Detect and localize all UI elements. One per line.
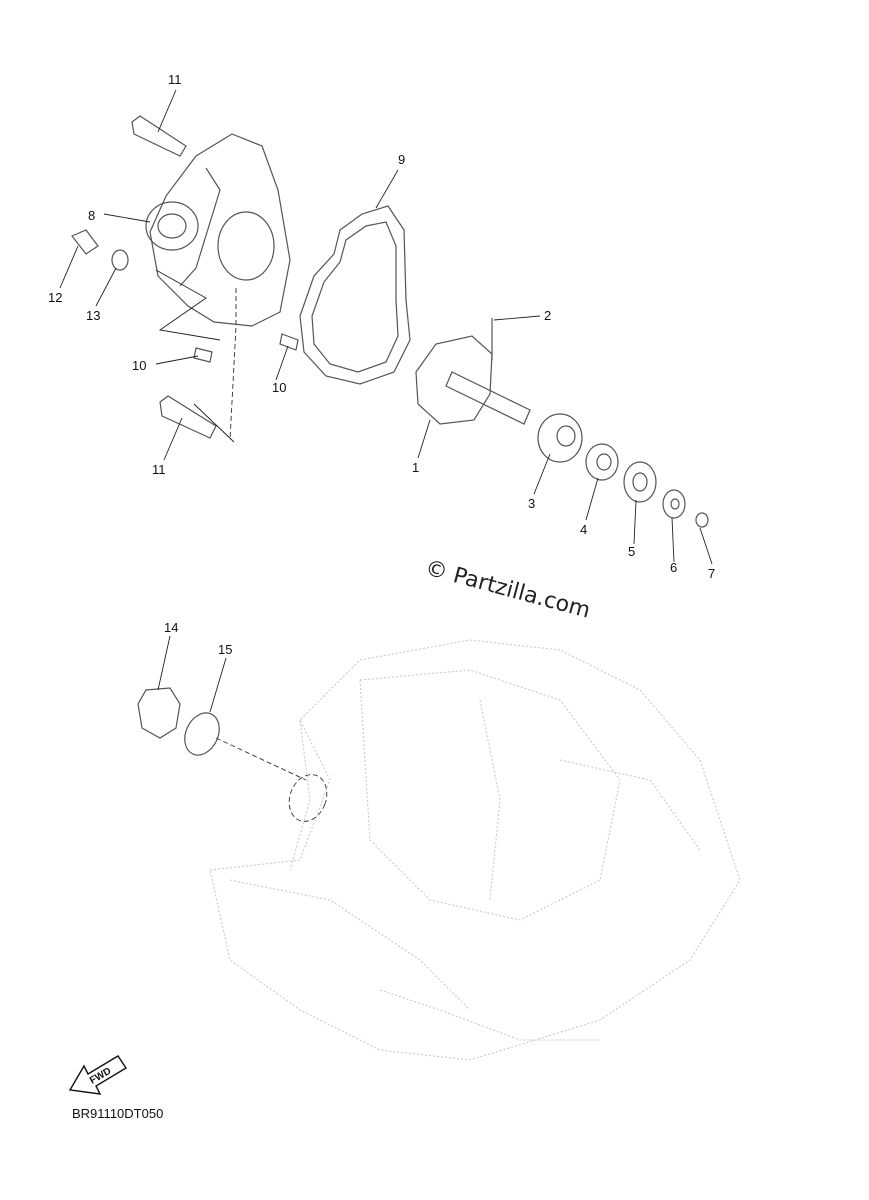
callout-15: 15: [218, 642, 232, 657]
bolt-lower: [159, 395, 217, 439]
dowel-right: [279, 333, 299, 351]
washer-small: [662, 489, 686, 519]
callout-13: 13: [86, 308, 100, 323]
callout-10-right: 10: [272, 380, 286, 395]
gasket: [299, 205, 411, 385]
callout-11-upper: 11: [168, 72, 182, 87]
circlip: [695, 512, 709, 528]
cover-leader-lines: [155, 269, 221, 341]
callout-2: 2: [544, 308, 551, 323]
callout-10-left: 10: [132, 358, 146, 373]
fwd-arrow-icon: FWD: [68, 1055, 127, 1095]
washer: [111, 249, 129, 271]
plug-hole-outline: [288, 774, 328, 822]
diagram-code: BR91110DT050: [72, 1106, 163, 1121]
bearing: [585, 443, 619, 481]
dowel-left: [193, 347, 213, 363]
plug-dash-leader: [215, 737, 307, 781]
impeller-shaft: [415, 335, 531, 425]
bolt-upper: [131, 115, 187, 157]
oil-seal: [623, 461, 657, 503]
callout-11-lower: 11: [152, 462, 166, 477]
callout-6: 6: [670, 560, 677, 575]
callout-9: 9: [398, 152, 405, 167]
leader-lines: [59, 89, 713, 713]
callout-12: 12: [48, 290, 62, 305]
fitting: [71, 229, 99, 255]
pump-cover: [149, 133, 291, 327]
watermark: © Partzilla.com: [422, 556, 592, 624]
callout-7: 7: [708, 566, 715, 581]
callout-1: 1: [412, 460, 419, 475]
callout-3: 3: [528, 496, 535, 511]
callout-labels: 11 9 8 12 13 2 10 10 1 11 3 4 5 6 7 14 1…: [48, 72, 715, 657]
o-ring: [184, 712, 220, 756]
callout-8: 8: [88, 208, 95, 223]
callout-4: 4: [580, 522, 587, 537]
crankcase-ghost: [209, 639, 741, 1061]
callout-14: 14: [164, 620, 178, 635]
impeller-housing: [145, 201, 199, 251]
seal: [537, 413, 583, 463]
callout-5: 5: [628, 544, 635, 559]
plug: [137, 687, 181, 739]
cover-dash-lines: [229, 288, 237, 441]
